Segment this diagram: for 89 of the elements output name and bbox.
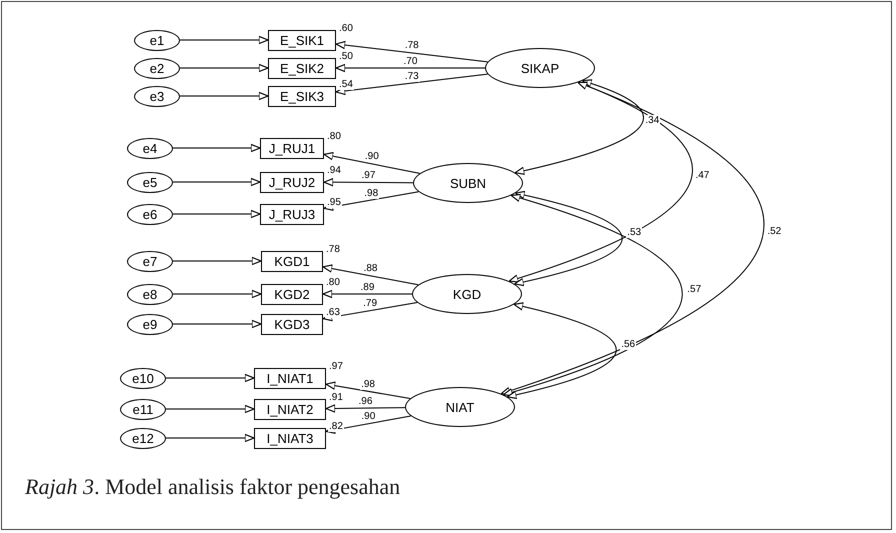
error-term-ellipse: e8 <box>127 284 173 304</box>
r-squared-value: .95 <box>326 196 342 208</box>
double-headed-arrow <box>502 194 683 396</box>
indicator-box: E_SIK3 <box>268 86 336 106</box>
indicator-box: KGD1 <box>261 250 323 272</box>
edge-label: .96 <box>358 396 374 407</box>
arrow <box>172 290 262 298</box>
r-squared-value: .91 <box>328 392 344 402</box>
error-term-ellipse: e12 <box>120 428 166 448</box>
arrow <box>166 404 255 414</box>
arrow <box>322 264 419 286</box>
r-squared-value: .50 <box>338 50 354 62</box>
edge-label: .89 <box>360 282 376 292</box>
arrow <box>335 74 488 96</box>
indicator-box: J_RUJ2 <box>260 172 324 192</box>
edge-label: .56 <box>620 339 636 350</box>
r-squared-value: .94 <box>326 164 342 176</box>
indicator-box: I_NIAT1 <box>254 368 326 388</box>
r-squared-value: .54 <box>338 78 354 90</box>
edge-label: .90 <box>360 411 376 422</box>
r-squared-value: .82 <box>328 420 344 432</box>
edge-label: .97 <box>360 170 376 181</box>
edge-label: .90 <box>364 151 380 162</box>
r-squared-value: .80 <box>326 130 342 142</box>
double-headed-arrow <box>506 302 617 399</box>
edge-label: .78 <box>404 40 420 52</box>
arrow <box>323 152 420 174</box>
latent-variable-ellipse: SUBN <box>413 163 523 203</box>
arrow <box>335 64 486 72</box>
error-term-ellipse: e11 <box>120 398 166 420</box>
error-term-ellipse: e9 <box>127 314 173 334</box>
double-headed-arrow <box>514 80 644 175</box>
indicator-box: J_RUJ1 <box>260 138 324 158</box>
arrow <box>325 415 412 434</box>
arrow <box>172 256 262 266</box>
arrow <box>172 144 261 152</box>
error-term-ellipse: e2 <box>134 58 180 78</box>
double-headed-arrow <box>500 82 764 395</box>
arrow <box>322 302 418 322</box>
indicator-box: KGD2 <box>261 284 323 304</box>
error-term-ellipse: e6 <box>127 204 173 224</box>
error-term-ellipse: e10 <box>120 368 166 388</box>
error-term-ellipse: e7 <box>127 250 173 272</box>
edge-label: .47 <box>694 170 710 181</box>
edge-label: .88 <box>362 263 378 274</box>
arrow <box>172 210 261 218</box>
arrow <box>180 92 269 100</box>
edge-label: .70 <box>402 56 418 66</box>
indicator-box: I_NIAT3 <box>254 428 326 448</box>
indicator-box: E_SIK2 <box>268 58 336 78</box>
arrow <box>325 382 411 399</box>
r-squared-value: .80 <box>325 276 341 288</box>
arrow <box>335 40 488 62</box>
arrow <box>323 191 419 211</box>
double-headed-arrow <box>514 191 623 286</box>
arrow <box>180 36 269 44</box>
double-headed-arrow <box>508 82 693 282</box>
indicator-box: I_NIAT2 <box>254 398 326 420</box>
error-term-ellipse: e4 <box>127 138 173 158</box>
edge-label: .52 <box>766 226 782 238</box>
figure-caption: Rajah 3. Model analisis faktor pengesahan <box>25 474 400 500</box>
error-term-ellipse: e1 <box>134 30 180 50</box>
edge-label: .98 <box>363 188 380 199</box>
indicator-box: E_SIK1 <box>268 30 336 50</box>
edge-label: .98 <box>360 378 376 390</box>
arrow <box>325 404 406 413</box>
indicator-box: J_RUJ3 <box>260 204 324 224</box>
indicator-box: KGD3 <box>261 314 323 334</box>
arrow <box>172 178 261 186</box>
arrow <box>166 374 255 382</box>
error-term-ellipse: e5 <box>127 172 173 192</box>
error-term-ellipse: e3 <box>134 86 180 106</box>
edge-label: .73 <box>404 70 420 82</box>
edge-label: .34 <box>644 114 660 126</box>
r-squared-value: .63 <box>325 306 341 318</box>
arrow <box>180 64 269 72</box>
latent-variable-ellipse: SIKAP <box>485 48 595 88</box>
arrow <box>323 178 414 186</box>
arrow <box>166 434 255 442</box>
latent-variable-ellipse: NIAT <box>405 387 515 427</box>
r-squared-value: .78 <box>325 244 341 254</box>
edge-label: .57 <box>686 284 702 295</box>
edge-label: .79 <box>362 298 378 310</box>
arrow <box>172 320 262 328</box>
r-squared-value: .60 <box>338 22 354 34</box>
edge-label: .53 <box>626 227 642 238</box>
r-squared-value: .97 <box>328 360 344 372</box>
latent-variable-ellipse: KGD <box>412 274 522 314</box>
arrow <box>322 290 412 298</box>
